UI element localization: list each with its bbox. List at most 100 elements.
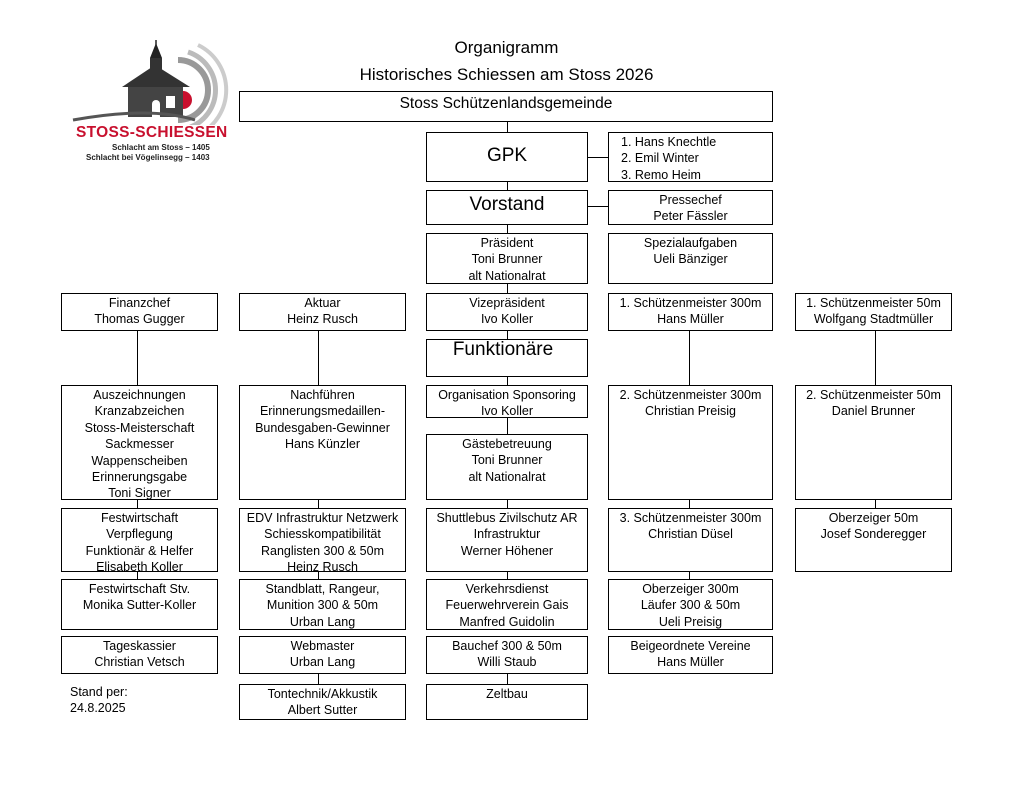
chapel-icon <box>72 40 229 137</box>
box-finanzchef: Finanzchef Thomas Gugger <box>61 293 218 331</box>
box-line: Erinnerungsgabe <box>91 470 188 485</box>
box-label: GPK <box>486 145 528 166</box>
box-line: Oberzeiger 300m <box>642 582 739 596</box>
box-line: Pressechef <box>659 193 722 207</box>
chart-title: Organigramm <box>454 38 559 57</box>
box-line: 3. Remo Heim <box>621 167 701 182</box>
logo-name: STOSS-SCHIESSEN <box>76 124 228 141</box>
stoss-schiessen-logo: STOSS-SCHIESSEN Schlacht am Stoss – 1405… <box>70 40 230 170</box>
box-line: Funktionär & Helfer <box>85 543 194 558</box>
box-line: 2. Schützenmeister 300m <box>619 388 762 402</box>
box-line: Läufer 300 & 50m <box>640 598 741 613</box>
box-organisation-sponsoring: Organisation Sponsoring Ivo Koller <box>426 385 588 418</box>
box-schuetzenmeister-50-2: 2. Schützenmeister 50m Daniel Brunner <box>795 385 952 500</box>
box-line: Ivo Koller <box>480 404 534 419</box>
box-line: Munition 300 & 50m <box>266 598 379 613</box>
box-line: 2. Schützenmeister 50m <box>806 388 941 402</box>
box-line: Toni Brunner <box>471 453 543 468</box>
box-line: Vizepräsident <box>469 296 545 310</box>
box-beigeordnete-vereine: Beigeordnete Vereine Hans Müller <box>608 636 773 674</box>
connector <box>318 571 319 579</box>
box-vorstand: Vorstand <box>426 190 588 225</box>
box-line: Stoss-Meisterschaft <box>84 420 195 435</box>
box-schuetzenmeister-50-1: 1. Schützenmeister 50m Wolfgang Stadtmül… <box>795 293 952 331</box>
connector <box>507 674 508 684</box>
box-nachfuehren: Nachführen Erinnerungsmedaillen- Bundesg… <box>239 385 406 500</box>
box-line: Webmaster <box>290 639 355 653</box>
box-auszeichnungen: Auszeichnungen Kranzabzeichen Stoss-Meis… <box>61 385 218 500</box>
box-spezialaufgaben: Spezialaufgaben Ueli Bänziger <box>608 233 773 284</box>
box-line: Beigeordnete Vereine <box>630 639 751 653</box>
connector <box>507 417 508 435</box>
box-oberzeiger-50: Oberzeiger 50m Josef Sonderegger <box>795 508 952 572</box>
box-line: Ueli Bänziger <box>653 252 728 267</box>
box-line: Auszeichnungen <box>93 388 186 402</box>
box-line: Ueli Preisig <box>658 614 723 629</box>
box-aktuar: Aktuar Heinz Rusch <box>239 293 406 331</box>
box-line: alt Nationalrat <box>468 268 546 283</box>
connector <box>318 674 319 684</box>
stand-label: Stand per: <box>70 685 128 699</box>
box-zeltbau: Zeltbau <box>426 684 588 720</box>
box-oberzeiger-300: Oberzeiger 300m Läufer 300 & 50m Ueli Pr… <box>608 579 773 630</box>
connector <box>507 181 508 191</box>
box-line: Tageskassier <box>103 639 176 653</box>
box-line: Ranglisten 300 & 50m <box>261 543 384 558</box>
box-line: 1. Schützenmeister 50m <box>806 296 941 310</box>
box-line: Christian Vetsch <box>94 655 185 670</box>
stand-date-note: Stand per: 24.8.2025 <box>70 684 128 717</box>
box-label: Vorstand <box>469 194 545 215</box>
logo-subline-1: Schlacht am Stoss – 1405 <box>112 143 210 152</box>
box-line: Christian Preisig <box>644 404 736 419</box>
box-line: Albert Sutter <box>287 703 358 718</box>
box-pressechef: Pressechef Peter Fässler <box>608 190 773 225</box>
box-line: Shuttlebus Zivilschutz AR <box>436 511 578 525</box>
connector <box>318 330 319 386</box>
box-line: 2. Emil Winter <box>621 151 699 166</box>
box-line: Wappenscheiben <box>91 453 188 468</box>
box-line: Festwirtschaft <box>100 511 179 525</box>
box-line: Zeltbau <box>486 687 528 701</box>
box-schuetzenmeister-300-1: 1. Schützenmeister 300m Hans Müller <box>608 293 773 331</box>
box-line: Organisation Sponsoring <box>438 388 576 402</box>
box-line: Festwirtschaft Stv. <box>88 582 191 596</box>
box-gpk: GPK <box>426 132 588 182</box>
box-line: Christian Düsel <box>648 527 733 542</box>
box-line: Manfred Guidolin <box>459 614 555 629</box>
box-line: Ivo Koller <box>480 312 534 327</box>
box-line: Verpflegung <box>106 527 173 542</box>
box-schuetzenmeister-300-3: 3. Schützenmeister 300m Christian Düsel <box>608 508 773 572</box>
box-line: Peter Fässler <box>653 209 728 224</box>
box-line: Heinz Rusch <box>287 560 358 575</box>
box-edv-infrastruktur: EDV Infrastruktur Netzwerk Schiesskompat… <box>239 508 406 575</box>
box-line: Tontechnik/Akkustik <box>267 687 378 701</box>
connector <box>875 499 876 509</box>
box-gaestebetreuung: Gästebetreuung Toni Brunner alt National… <box>426 434 588 500</box>
connector <box>137 571 138 579</box>
connector <box>689 571 690 579</box>
box-line: 1. Schützenmeister 300m <box>619 296 762 310</box>
box-line: Nachführen <box>290 388 355 402</box>
box-schuetzenmeister-300-2: 2. Schützenmeister 300m Christian Preisi… <box>608 385 773 500</box>
box-label: Stoss Schützenlandsgemeinde <box>399 95 613 112</box>
connector <box>507 571 508 579</box>
box-line: Thomas Gugger <box>94 312 185 327</box>
box-line: Sackmesser <box>105 437 174 452</box>
box-line: Urban Lang <box>289 614 356 629</box>
box-bauchef: Bauchef 300 & 50m Willi Staub <box>426 636 588 674</box>
box-line: Kranzabzeichen <box>94 404 185 419</box>
box-line: Bauchef 300 & 50m <box>452 639 562 653</box>
box-label: Funktionäre <box>452 339 554 360</box>
box-line: 1. Hans Knechtle <box>621 135 717 149</box>
box-line: Willi Staub <box>477 655 537 670</box>
connector <box>137 330 138 386</box>
box-festwirtschaft-stv: Festwirtschaft Stv. Monika Sutter-Koller <box>61 579 218 630</box>
box-line: Finanzchef <box>108 296 171 310</box>
box-line: Monika Sutter-Koller <box>82 598 197 613</box>
box-line: Verkehrsdienst <box>465 582 549 596</box>
box-line: Schiesskompatibilität <box>264 527 381 542</box>
connector <box>587 157 609 158</box>
connector <box>875 330 876 386</box>
box-line: Toni Brunner <box>471 252 543 267</box>
connector <box>507 121 508 133</box>
